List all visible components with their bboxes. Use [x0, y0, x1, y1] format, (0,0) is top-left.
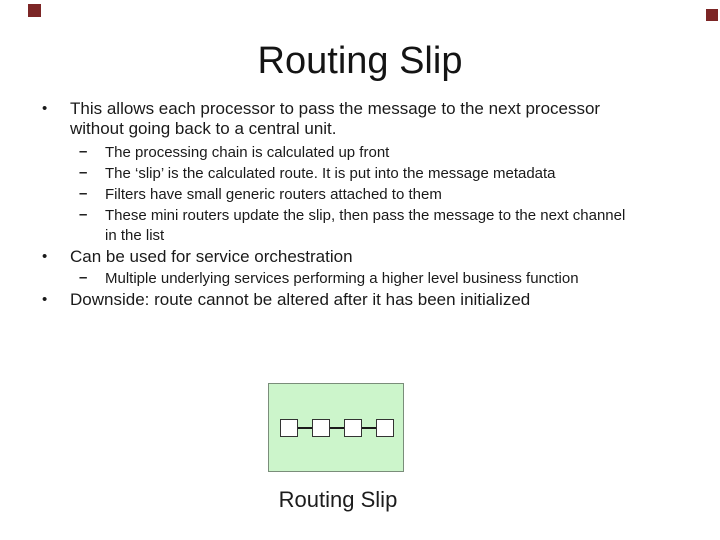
- dash-icon: –: [79, 185, 88, 202]
- bullet-line: Can be used for service orchestration: [70, 247, 353, 266]
- bullet-line: These mini routers update the slip, then…: [105, 207, 626, 224]
- corner-marker-top-right: [706, 9, 718, 21]
- bullet-line: Multiple underlying services performing …: [105, 270, 579, 287]
- connector-line: [289, 427, 385, 429]
- sub-bullet-text: Multiple underlying services performing …: [105, 269, 695, 289]
- dash-icon: –: [79, 164, 88, 181]
- routing-node: [376, 419, 394, 437]
- routing-node: [280, 419, 298, 437]
- bullet-line: This allows each processor to pass the m…: [70, 99, 601, 118]
- bullet-dot-icon: •: [42, 248, 48, 265]
- bullet-line: Filters have small generic routers attac…: [105, 186, 442, 203]
- dash-icon: –: [79, 143, 88, 160]
- sub-bullet-text: The processing chain is calculated up fr…: [105, 143, 695, 163]
- routing-slip-diagram: [268, 383, 404, 472]
- dash-icon: –: [79, 269, 88, 286]
- bullet-text: Can be used for service orchestration: [70, 247, 670, 267]
- bullet-text: Downside: route cannot be altered after …: [70, 290, 670, 310]
- diagram-caption: Routing Slip: [278, 487, 398, 512]
- sub-bullet-text: The ‘slip’ is the calculated route. It i…: [105, 164, 695, 184]
- bullet-dot-icon: •: [42, 100, 48, 117]
- sub-bullet-text: Filters have small generic routers attac…: [105, 185, 695, 205]
- bullet-text: This allows each processor to pass the m…: [70, 99, 670, 139]
- bullet-line: The ‘slip’ is the calculated route. It i…: [105, 165, 556, 182]
- bullet-line: in the list: [105, 227, 165, 244]
- routing-node: [344, 419, 362, 437]
- bullet-line: Downside: route cannot be altered after …: [70, 290, 531, 309]
- bullet-line: without going back to a central unit.: [70, 119, 337, 138]
- routing-node: [312, 419, 330, 437]
- bullet-dot-icon: •: [42, 291, 48, 308]
- corner-marker-top-left: [28, 4, 41, 17]
- slide-title: Routing Slip: [257, 40, 463, 82]
- sub-bullet-text: These mini routers update the slip, then…: [105, 206, 695, 246]
- dash-icon: –: [79, 206, 88, 223]
- bullet-line: The processing chain is calculated up fr…: [105, 144, 390, 161]
